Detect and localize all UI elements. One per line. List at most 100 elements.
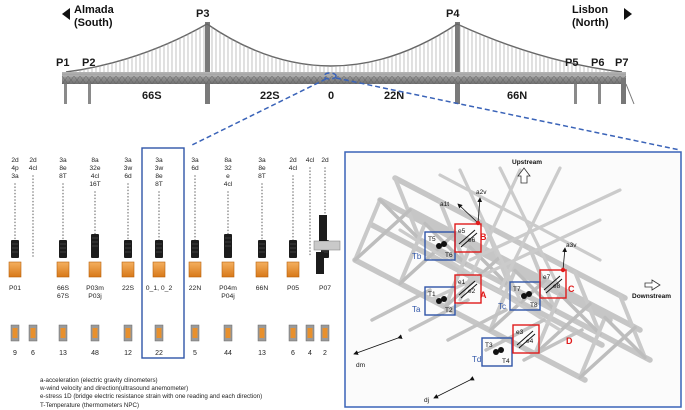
svg-text:Td: Td [472,355,481,364]
legend: a-acceleration (electric gravity clinome… [40,377,340,410]
acquisition-unit [255,261,269,278]
downstream-label: Downstream [632,293,671,300]
sensor-code: 8e [155,173,163,180]
tower-p4 [455,22,460,104]
left-arrow-icon [62,8,70,20]
pier-label-p7: P7 [615,57,628,69]
pier-label-p4: P4 [446,8,460,20]
svg-text:C: C [568,284,575,294]
data-logger [155,240,163,258]
sensor-code: 4p [11,165,19,172]
sensor-code: 32e [89,165,100,172]
station-name: P04j [221,293,235,300]
sensor-code: 4cl [224,181,233,188]
sensor-count: 6 [291,350,295,357]
sensor-count: 5 [193,350,197,357]
sensor-code: 8T [258,173,266,180]
legend-acceleration: a-acceleration (electric gravity clinome… [40,377,158,384]
sensor-count: 12 [124,350,132,357]
right-city-label: Lisbon [572,4,608,16]
sensor-count: 22 [155,350,163,357]
svg-text:T4: T4 [502,358,510,365]
svg-text:e8: e8 [553,283,561,290]
svg-text:e6: e6 [468,237,476,244]
legend-stress: e-stress 1D (bridge electric resistance … [40,393,263,401]
tower-p3 [205,22,210,104]
server-unit [313,240,341,251]
sensor-code: 8T [59,173,67,180]
acquisition-unit [286,261,300,278]
sensor-code: 3w [155,165,164,172]
sensor-code: 8e [59,165,67,172]
right-arrow-icon [624,8,632,20]
hangers [71,25,617,72]
sensor-count: 48 [91,350,99,357]
sensor-code: 2d [289,157,297,164]
svg-text:T1: T1 [428,291,436,298]
sensor-code: 6d [191,165,199,172]
sensor-code: 3a [155,157,163,164]
acquisition-unit [221,261,235,278]
sensor-count: 4 [308,350,312,357]
zoom-lines [189,72,681,151]
acquisition-unit [8,261,22,278]
sensor-count: 6 [31,350,35,357]
sensor-code: 8e [258,165,266,172]
section-label-66n: 66N [507,90,527,102]
sensor-stations: 2d4p3aP0192d4cl63a8e8T66S67S138a32e4cl16… [8,157,341,357]
station-name: 0_1, 0_2 [146,285,173,292]
deck-truss [61,75,627,85]
station-name: 22S [122,285,135,292]
dj-label: dj [424,397,429,404]
svg-text:B: B [480,232,487,242]
sensor-code: 6d [124,173,132,180]
sensor-code: 16T [89,181,100,188]
highlight-box-midspan [141,147,185,359]
a2v-label: a2v [476,189,487,196]
station-name: 66S [57,285,70,292]
sensor-code: 4cl [91,173,100,180]
station-name: P01 [9,285,21,292]
sensor-code: 4cl [29,165,38,172]
a3v-label: a3v [566,242,577,249]
pier-label-p6: P6 [591,57,604,69]
pier-label-p5: P5 [565,57,578,69]
svg-text:e2: e2 [468,288,476,295]
svg-text:e4: e4 [526,338,534,345]
upstream-label: Upstream [512,159,542,166]
legend-wind: w-wind velocity and direction(ultrasound… [40,385,189,393]
truss-detail-panel [344,151,682,408]
sensor-code: 8T [155,181,163,188]
acquisition-unit [121,261,135,278]
sensor-code: 2d [11,157,19,164]
svg-text:e5: e5 [458,228,466,235]
svg-text:Tc: Tc [498,302,506,311]
sensor-code: 3a [258,157,266,164]
sensor-code: e [226,173,230,180]
svg-text:A: A [480,290,487,300]
station-name: P05 [287,285,299,292]
sensor-code: 8a [224,157,232,164]
sensor-code: 3a [124,157,132,164]
section-label-22s: 22S [260,90,280,102]
left-city-label: Almada [74,4,115,16]
data-logger [191,240,199,258]
sensor-code: 3a [59,157,67,164]
data-logger [258,240,266,258]
sensor-code: 32 [224,165,232,172]
svg-text:e7: e7 [543,274,551,281]
acquisition-unit [152,261,166,278]
data-logger [289,240,297,258]
svg-text:T5: T5 [428,236,436,243]
